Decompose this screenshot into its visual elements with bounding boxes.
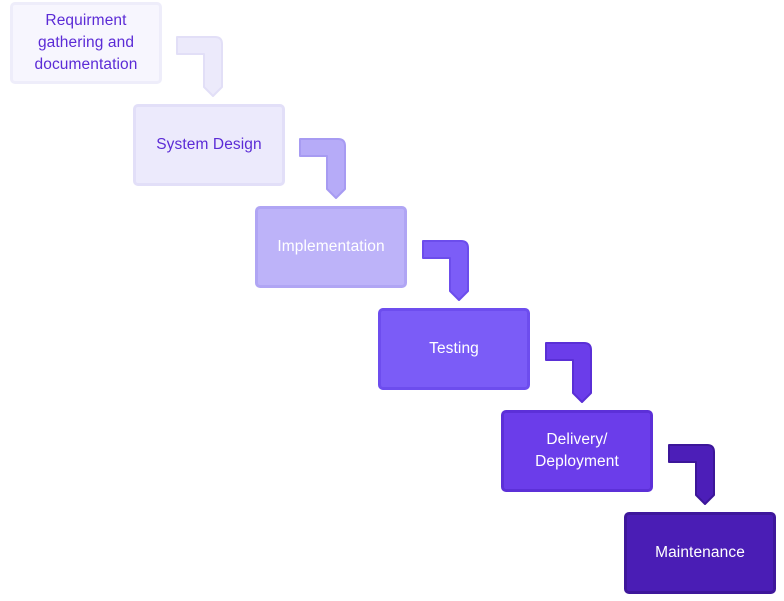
arrow-shape	[545, 342, 592, 403]
step-implementation: Implementation	[255, 206, 407, 288]
arrow-shape	[422, 240, 469, 301]
arrow-connector-4	[545, 342, 592, 403]
arrow-connector-2	[299, 138, 346, 199]
step-label: Implementation	[277, 238, 385, 255]
step-testing: Testing	[378, 308, 530, 390]
step-label: Maintenance	[655, 544, 745, 561]
step-maintenance: Maintenance	[624, 512, 776, 594]
arrow-shape	[176, 36, 223, 97]
arrow-connector-1	[176, 36, 223, 97]
step-requirement-gathering: Requirment gathering and documentation	[10, 2, 162, 84]
step-label: System Design	[156, 136, 262, 153]
arrow-connector-3	[422, 240, 469, 301]
arrow-shape	[299, 138, 346, 199]
step-label: Testing	[429, 340, 479, 357]
step-label: Delivery/ Deployment	[535, 431, 619, 470]
step-system-design: System Design	[133, 104, 285, 186]
step-delivery-deployment: Delivery/ Deployment	[501, 410, 653, 492]
arrow-connector-5	[668, 444, 715, 505]
step-label: Requirment gathering and documentation	[34, 12, 138, 73]
arrow-shape	[668, 444, 715, 505]
